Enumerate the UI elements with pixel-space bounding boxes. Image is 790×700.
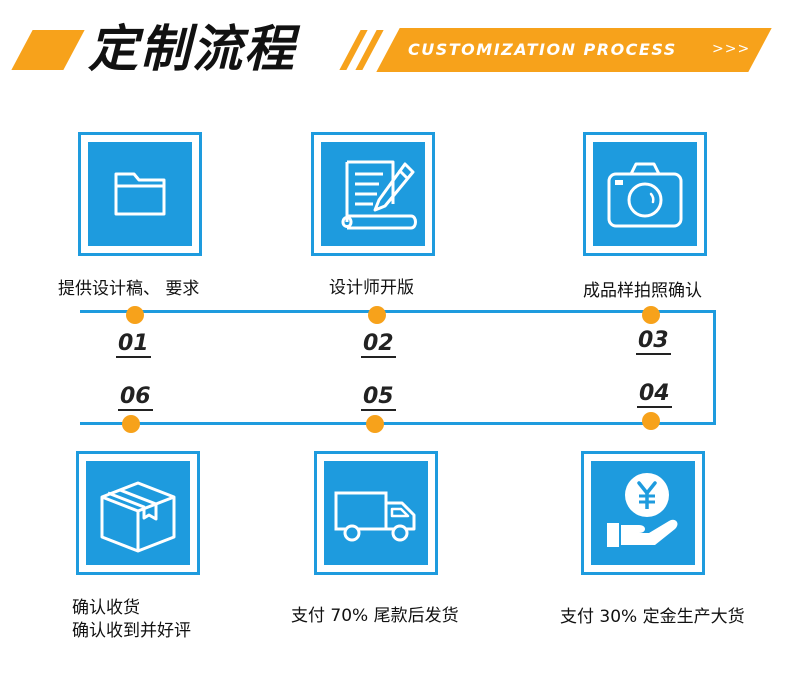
step-number-03: 03 xyxy=(636,328,671,355)
timeline-bottom-line xyxy=(80,422,716,425)
timeline-dot-05 xyxy=(366,415,384,433)
step-05-label: 支付 70% 尾款后发货 xyxy=(291,606,459,626)
step-number-02: 02 xyxy=(361,331,396,358)
timeline-dot-06 xyxy=(122,415,140,433)
step-number-04: 04 xyxy=(637,381,672,408)
step-04-label: 支付 30% 定金生产大货 xyxy=(560,607,745,627)
step-06-label-line2: 确认收到并好评 xyxy=(72,621,191,641)
step-06-icon-box xyxy=(76,451,200,575)
package-box-icon xyxy=(100,481,176,553)
step-01-icon-box xyxy=(78,132,202,256)
timeline-right-connector xyxy=(713,310,716,425)
timeline-dot-01 xyxy=(126,306,144,324)
camera-icon xyxy=(607,162,683,228)
timeline-top-line xyxy=(80,310,716,313)
step-06-label-line1: 确认收货 xyxy=(72,598,140,618)
step-04-icon-box xyxy=(581,451,705,575)
step-01-label: 提供设计稿、 要求 xyxy=(58,279,200,299)
step-02-label: 设计师开版 xyxy=(329,278,414,298)
step-03-label: 成品样拍照确认 xyxy=(583,281,702,301)
folder-icon xyxy=(114,172,166,216)
step-number-06: 06 xyxy=(118,384,153,411)
timeline-dot-03 xyxy=(642,306,660,324)
header-banner-arrows: >>> xyxy=(712,41,751,57)
step-number-01: 01 xyxy=(116,331,151,358)
timeline-dot-02 xyxy=(368,306,386,324)
step-number-05: 05 xyxy=(361,384,396,411)
page-title: 定制流程 xyxy=(88,20,296,78)
step-05-icon-box xyxy=(314,451,438,575)
step-02-icon-box xyxy=(311,132,435,256)
document-pen-icon xyxy=(341,160,417,230)
yuan-coin-hand-icon xyxy=(607,473,678,547)
header-banner-text: CUSTOMIZATION PROCESS xyxy=(408,40,677,59)
timeline-dot-04 xyxy=(642,412,660,430)
step-03-icon-box xyxy=(583,132,707,256)
delivery-truck-icon xyxy=(334,491,416,542)
header-accent-slash xyxy=(11,30,85,70)
